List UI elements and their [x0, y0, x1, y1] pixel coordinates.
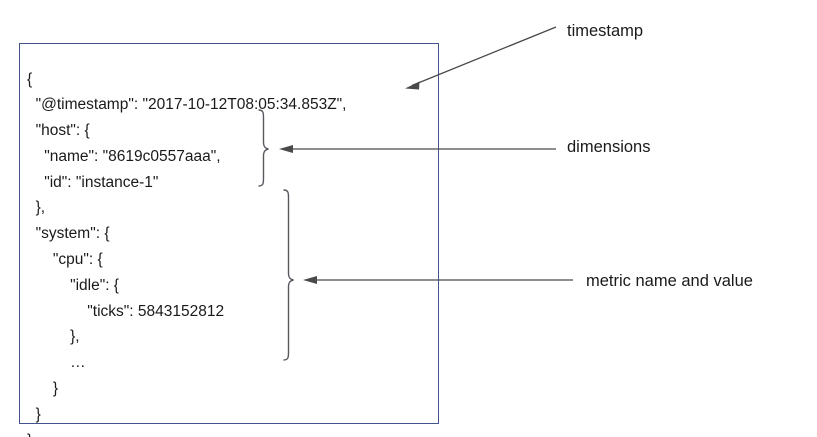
annotation-label-dimensions: dimensions	[567, 138, 651, 156]
annotation-label-metric: metric name and value	[586, 272, 753, 290]
json-line-root-close: }	[27, 428, 427, 437]
json-line-cpu-open: "cpu": {	[27, 251, 103, 269]
json-line-ticks: "ticks": 5843152812	[27, 302, 225, 320]
json-line-host-id: "id": "instance-1"	[27, 173, 159, 191]
json-document-frame	[19, 43, 439, 424]
json-line-host-close: },	[27, 199, 46, 217]
json-line-idle-close: },	[27, 328, 80, 346]
json-line-system-close: }	[27, 405, 41, 423]
json-line-host-name: "name": "8619c0557aaa",	[27, 147, 221, 165]
json-line-system-open: "system": {	[27, 225, 110, 243]
json-code-block: { "@timestamp": "2017-10-12T08:05:34.853…	[27, 67, 427, 437]
json-line-cpu-close: }	[27, 380, 59, 398]
json-line: {	[27, 70, 33, 88]
json-line-timestamp: "@timestamp": "2017-10-12T08:05:34.853Z"…	[27, 96, 347, 114]
json-line-ellipsis: …	[27, 354, 86, 372]
json-line-idle-open: "idle": {	[27, 276, 119, 294]
annotation-label-timestamp: timestamp	[567, 22, 644, 40]
json-line-host-open: "host": {	[27, 122, 90, 140]
